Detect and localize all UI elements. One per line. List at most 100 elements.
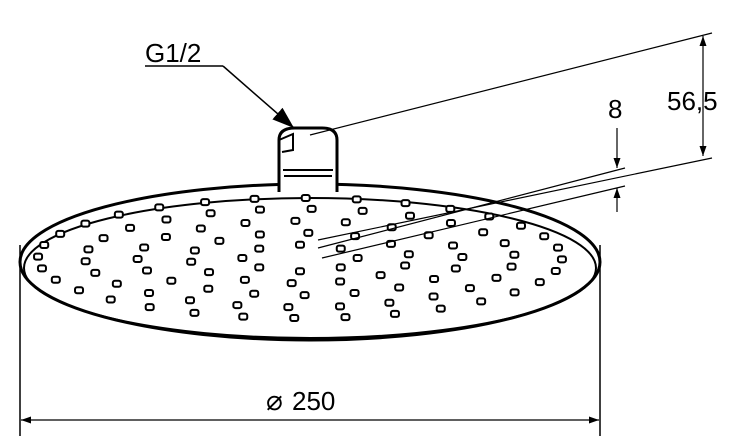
nozzle — [39, 241, 50, 250]
nozzle — [189, 308, 200, 317]
nozzle — [335, 277, 346, 286]
nozzle — [375, 271, 386, 280]
nozzle — [200, 198, 211, 207]
nozzle — [144, 303, 155, 312]
nozzle — [539, 232, 550, 241]
nozzle — [491, 273, 502, 282]
nozzle — [214, 236, 225, 245]
nozzle — [448, 241, 459, 250]
nozzle — [205, 209, 216, 218]
nozzle — [33, 252, 44, 261]
nozzle — [50, 275, 61, 284]
nozzle — [340, 218, 351, 227]
nozzle — [295, 240, 305, 249]
nozzle — [249, 289, 260, 298]
nozzle — [428, 292, 439, 301]
nozzle — [306, 204, 317, 213]
nozzle — [357, 206, 368, 215]
nozzle — [189, 246, 200, 255]
nozzle — [185, 296, 196, 305]
face-dim-label: 8 — [608, 94, 622, 124]
nozzle — [74, 286, 85, 295]
nozzle — [139, 243, 150, 252]
nozzle — [335, 263, 346, 272]
nozzle — [404, 211, 415, 220]
nozzle — [204, 268, 215, 277]
nozzle — [556, 255, 567, 264]
nozzle — [509, 288, 520, 297]
nozzle — [335, 244, 346, 253]
nozzle — [290, 216, 301, 225]
nozzle-pattern — [33, 194, 567, 322]
nozzle — [450, 264, 461, 273]
nozzle — [303, 228, 314, 237]
nozzle — [36, 264, 47, 273]
nozzle — [429, 275, 440, 284]
nozzle — [286, 279, 297, 288]
nozzle — [195, 224, 206, 233]
nozzle — [55, 229, 66, 238]
nozzle — [300, 194, 311, 203]
nozzle — [299, 291, 310, 300]
nozzle — [515, 221, 526, 230]
nozzle — [478, 228, 489, 237]
nozzle — [400, 199, 411, 208]
nozzle — [125, 223, 136, 232]
nozzle — [254, 205, 265, 214]
nozzle — [352, 254, 363, 262]
nozzle — [249, 194, 260, 203]
nozzle — [553, 243, 564, 252]
nozzle — [132, 255, 143, 264]
nozzle — [400, 261, 411, 270]
connector — [277, 126, 339, 192]
nozzle — [186, 257, 197, 266]
nozzle — [90, 268, 101, 277]
nozzle — [254, 263, 265, 272]
nozzle — [340, 313, 351, 322]
nozzle — [254, 244, 265, 253]
nozzle — [238, 312, 249, 321]
diameter-symbol: ⌀ — [266, 385, 283, 416]
nozzle — [506, 262, 517, 271]
nozzle — [203, 284, 214, 293]
nozzle — [534, 278, 545, 287]
nozzle — [154, 203, 165, 212]
nozzle — [499, 239, 510, 248]
nozzle — [435, 304, 446, 313]
nozzle — [457, 252, 468, 261]
nozzle — [98, 234, 109, 243]
nozzle — [254, 230, 265, 239]
nozzle — [239, 275, 250, 284]
nozzle — [161, 215, 172, 224]
nozzle — [403, 250, 414, 259]
nozzle — [464, 284, 475, 293]
nozzle — [240, 218, 251, 227]
nozzle — [237, 254, 248, 262]
nozzle — [83, 245, 94, 254]
nozzle — [445, 218, 456, 227]
nozzle — [113, 210, 124, 219]
nozzle — [166, 276, 177, 285]
nozzle — [394, 283, 405, 292]
nozzle — [389, 309, 400, 318]
height-dimension — [309, 32, 713, 241]
nozzle — [295, 267, 305, 276]
thread-callout: G1/2 — [145, 38, 295, 129]
nozzle — [335, 302, 346, 311]
diameter-label: 250 — [292, 386, 335, 416]
nozzle — [351, 195, 362, 204]
nozzle — [289, 313, 300, 322]
thread-label: G1/2 — [145, 38, 201, 68]
nozzle — [111, 279, 122, 288]
nozzle — [80, 257, 91, 266]
face-dimension — [317, 128, 626, 259]
nozzle — [141, 266, 152, 275]
nozzle — [349, 289, 360, 298]
nozzle — [80, 219, 91, 228]
nozzle — [144, 289, 155, 298]
nozzle — [384, 298, 395, 307]
nozzle — [476, 297, 487, 306]
nozzle — [445, 204, 456, 213]
nozzle — [509, 250, 520, 259]
